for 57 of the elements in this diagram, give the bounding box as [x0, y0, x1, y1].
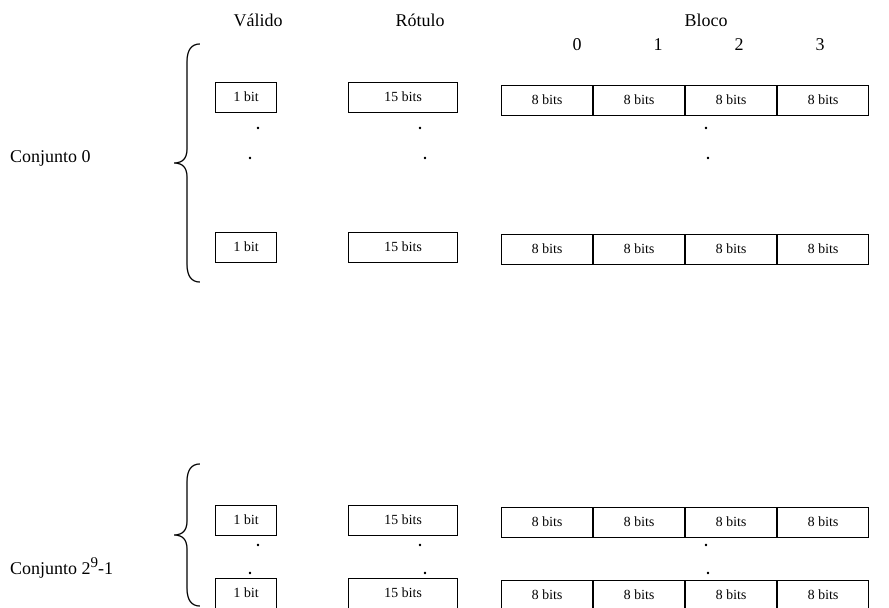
column-heading: Bloco — [684, 10, 728, 31]
field-size: 1 bit — [233, 90, 259, 106]
column-heading: Rótulo — [396, 10, 445, 31]
block-index: 2 — [734, 34, 744, 55]
field-box — [685, 580, 777, 608]
field-size: 1 bit — [233, 586, 259, 602]
field-size: 8 bits — [716, 588, 746, 604]
field-box — [685, 85, 777, 116]
field-box — [685, 507, 777, 538]
field-box — [501, 507, 593, 538]
field-box — [593, 234, 685, 265]
field-box — [501, 580, 593, 608]
field-box — [501, 234, 593, 265]
field-size: 8 bits — [532, 242, 562, 258]
field-box — [348, 232, 458, 263]
field-size: 8 bits — [808, 514, 838, 530]
field-box — [777, 507, 869, 538]
field-box — [215, 505, 277, 536]
field-box — [685, 234, 777, 265]
field-box — [777, 580, 869, 608]
field-size: 15 bits — [384, 586, 422, 602]
field-size: 8 bits — [808, 588, 838, 604]
field-box — [777, 234, 869, 265]
block-index: 3 — [816, 34, 824, 55]
field-box — [593, 507, 685, 538]
field-size: 8 bits — [624, 92, 654, 108]
field-size: 8 bits — [624, 514, 654, 530]
field-box — [348, 505, 458, 536]
block-index: 0 — [572, 34, 582, 55]
field-size: 8 bits — [716, 92, 746, 108]
field-size: 8 bits — [624, 588, 654, 604]
column-heading: Válido — [234, 10, 282, 31]
field-size: 15 bits — [384, 90, 422, 106]
field-size: 8 bits — [716, 514, 746, 530]
field-size: 8 bits — [716, 242, 746, 258]
field-box — [348, 82, 458, 113]
field-size: 1 bit — [233, 512, 259, 528]
set-label: Conjunto 2$^{9}$-1 — [10, 555, 114, 579]
field-size: 8 bits — [532, 92, 562, 108]
field-box — [593, 580, 685, 608]
field-size: 8 bits — [532, 588, 562, 604]
field-size: 15 bits — [384, 512, 422, 528]
set-label: Conjunto 0 — [10, 146, 91, 167]
field-box — [215, 578, 277, 608]
field-box — [593, 85, 685, 116]
field-box — [215, 232, 277, 263]
field-size: 15 bits — [384, 240, 422, 256]
block-index: 1 — [654, 34, 662, 55]
field-size: 8 bits — [532, 514, 562, 530]
field-box — [501, 85, 593, 116]
field-size: 1 bit — [233, 240, 259, 256]
field-box — [348, 578, 458, 608]
field-size: 8 bits — [808, 242, 838, 258]
field-size: 8 bits — [624, 242, 654, 258]
field-box — [777, 85, 869, 116]
field-box — [215, 82, 277, 113]
field-size: 8 bits — [808, 92, 838, 108]
